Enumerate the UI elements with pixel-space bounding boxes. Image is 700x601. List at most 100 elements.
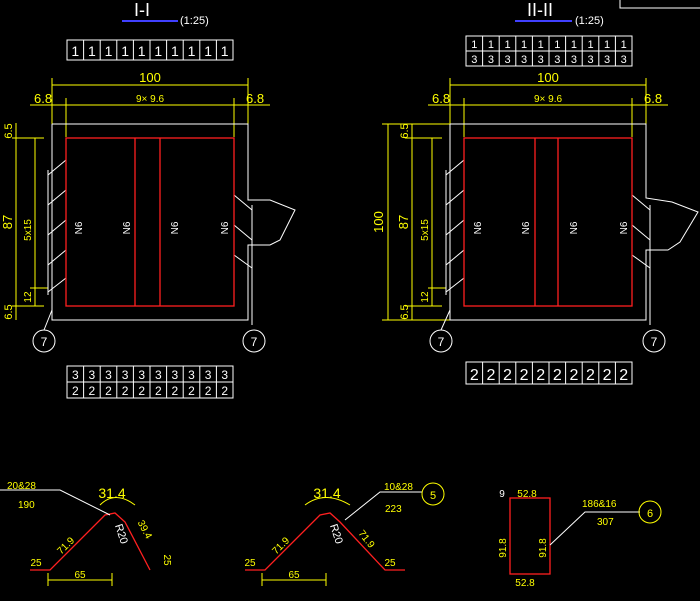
table-cell: 2 [172,384,179,398]
table-cell: 2 [221,384,228,398]
table-cell: 1 [488,39,494,51]
table-cell: 3 [205,368,212,382]
bar-label: N6 [473,221,484,234]
table-cell: 3 [72,368,79,382]
table-cell: 1 [604,39,610,51]
dim-height-total: 100 [371,211,386,233]
stirrup-left: 91.8 [498,538,509,558]
dim-v-mid: 5x15 [420,219,431,241]
table-cell: 3 [504,54,510,66]
table-cell: 2 [122,384,129,398]
table-cell: 3 [554,54,560,66]
table-cell: 2 [619,367,628,384]
dim-end-left: 25 [30,558,42,569]
dim-height: 87 [0,215,15,229]
table-cell: 1 [571,39,577,51]
callout-label: 7 [438,335,445,349]
bar-length: 190 [18,500,35,511]
callout-label: 6 [647,508,653,520]
table-cell: 2 [569,367,578,384]
dim-base: 65 [288,570,300,581]
dim-radius: R20 [112,523,130,546]
dim-v-small: 12 [420,291,431,303]
table-cell: 3 [138,368,145,382]
dim-end-left: 25 [244,558,256,569]
section-2-bottom-table: 2 2 2 2 2 2 2 2 2 2 [465,361,633,385]
table-cell: 2 [603,367,612,384]
callout-label: 7 [251,335,258,349]
table-cell: 2 [520,367,529,384]
table-cell: 2 [138,384,145,398]
dim-left-leg: 71.9 [270,535,292,557]
callout-label: 7 [41,335,48,349]
bar-spec: 10&28 [384,482,413,493]
bent-bar-detail-2: 5 10&28 223 31.4 R20 71.9 71.9 65 25 25 [244,482,445,586]
stirrup-left-top: 9 [499,489,505,500]
table-cell: 1 [521,39,527,51]
table-cell: 1 [587,39,593,51]
dim-left-leg: 71.9 [55,535,77,557]
dim-left: 6.8 [34,91,52,106]
table-cell: 1 [504,39,510,51]
section-2-top-table: 1 1 1 1 1 1 1 1 1 1 3 3 3 3 3 3 3 3 3 3 [465,35,633,67]
callout-circle [421,482,445,506]
dim-span: 9× 9.6 [534,94,563,105]
dim-base: 65 [74,570,86,581]
table-cell: 3 [122,368,129,382]
stirrup-length: 307 [597,517,614,528]
section-2-scale: (1:25) [575,15,604,27]
table-cell: 1 [121,43,129,59]
dim-top: 31.4 [313,485,340,501]
section-1-dimensions: 100 9× 9.6 6.8 6.8 87 6.5 6.5 5x15 12 [0,70,270,320]
table-cell: 1 [88,43,96,59]
table-cell: 2 [155,384,162,398]
dim-v-top: 6.5 [399,123,411,138]
bar-label: N6 [170,221,181,234]
dim-height: 87 [396,215,411,229]
table-cell: 2 [205,384,212,398]
dim-v-bottom: 6.5 [399,304,411,319]
table-cell: 1 [154,43,162,59]
table-cell: 2 [188,384,195,398]
table-cell: 3 [538,54,544,66]
dim-right: 6.8 [246,91,264,106]
bar-length: 223 [385,504,402,515]
table-cell: 1 [171,43,179,59]
table-cell: 1 [138,43,146,59]
dim-top: 31.4 [98,485,125,501]
bar-label: N6 [74,221,85,234]
stirrup-detail: 6 9 52.8 52.8 91.8 91.8 186&16 307 [498,489,662,589]
bar-spec: 20&28 [7,481,36,492]
bar-label: N6 [220,221,231,234]
dim-right-leg: 71.9 [356,528,377,550]
table-cell: 2 [536,367,545,384]
stirrup-top: 52.8 [517,489,537,500]
section-2-outline [445,123,699,325]
bar-label: N6 [521,221,532,234]
dim-left: 6.8 [432,91,450,106]
table-cell: 3 [172,368,179,382]
section-1-scale: (1:25) [180,15,209,27]
table-cell: 3 [188,368,195,382]
table-cell: 3 [604,54,610,66]
table-cell: 1 [105,43,113,59]
dim-span: 9× 9.6 [136,94,165,105]
dim-end-right: 25 [384,558,396,569]
table-cell: 2 [503,367,512,384]
dim-v-mid: 5x15 [23,219,34,241]
dim-right: 6.8 [644,91,662,106]
dim-total: 100 [139,70,161,85]
table-cell: 3 [521,54,527,66]
stirrup-spec: 186&16 [582,499,617,510]
table-cell: 3 [571,54,577,66]
bar-label: N6 [122,221,133,234]
dim-total: 100 [537,70,559,85]
table-cell: 3 [105,368,112,382]
bar-label: N6 [569,221,580,234]
table-cell: 2 [586,367,595,384]
section-2-title: II-II [527,0,553,20]
bar-label: N6 [619,221,630,234]
table-cell: 1 [538,39,544,51]
table-cell: 3 [471,54,477,66]
stirrup-right: 91.8 [538,538,549,558]
